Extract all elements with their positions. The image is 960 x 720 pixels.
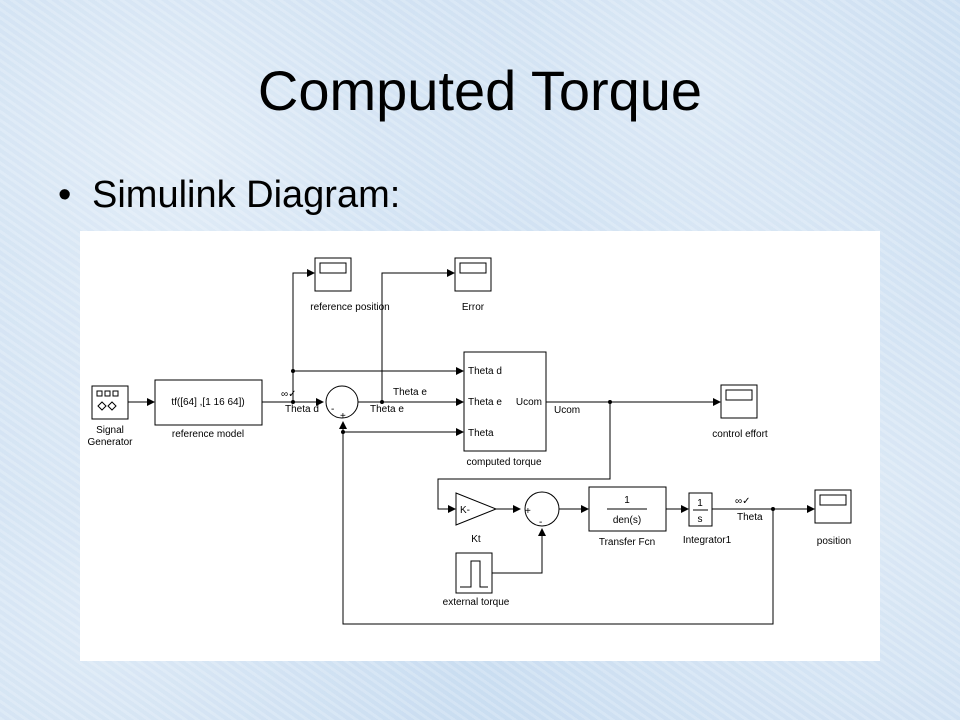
probe-icon: ∞✓ xyxy=(281,389,297,400)
signal-generator-label-2: Generator xyxy=(87,437,133,448)
signal-theta: Theta xyxy=(737,512,763,523)
control-effort-label: control effort xyxy=(712,429,768,440)
sum2-plus-sign: + xyxy=(525,506,531,517)
signal-theta-e-bottom: Theta e xyxy=(370,404,404,415)
reference-position-label: reference position xyxy=(310,302,390,313)
computed-torque-block[interactable]: Theta d Theta e Ucom Theta computed torq… xyxy=(463,351,547,468)
signal-ucom: Ucom xyxy=(554,405,580,416)
transfer-fcn-label: Transfer Fcn xyxy=(599,537,655,548)
integrator-numerator: 1 xyxy=(697,498,703,509)
integrator-block[interactable]: 1 s Integrator1 xyxy=(683,492,732,546)
signal-generator-label-1: Signal xyxy=(96,425,124,436)
gain-block[interactable]: K- Kt xyxy=(455,492,498,545)
computed-torque-port-ucom: Ucom xyxy=(516,397,542,408)
sum2-minus-sign: - xyxy=(539,517,542,528)
sum-block-2[interactable]: + - xyxy=(524,491,560,528)
transfer-fcn-numerator: 1 xyxy=(624,495,630,506)
probe-icon-2: ∞✓ xyxy=(735,496,751,507)
sum1-minus-sign: - xyxy=(331,404,334,415)
signal-generator-block[interactable]: Signal Generator xyxy=(87,385,133,448)
signal-theta-d: Theta d xyxy=(285,404,319,415)
signal-wires xyxy=(128,269,815,625)
reference-position-scope[interactable]: reference position xyxy=(310,257,390,313)
position-label: position xyxy=(817,536,851,547)
reference-model-block[interactable]: tf([64] ,[1 16 64]) reference model xyxy=(154,379,263,440)
sum1-plus-sign: + xyxy=(340,411,346,422)
junction-dots xyxy=(291,369,775,511)
gain-text: K- xyxy=(460,505,470,516)
bullet-item: • Simulink Diagram: xyxy=(58,174,400,217)
control-effort-scope[interactable]: control effort xyxy=(712,384,768,440)
computed-torque-port-theta-e: Theta e xyxy=(468,397,502,408)
computed-torque-label: computed torque xyxy=(466,457,541,468)
position-scope[interactable]: position xyxy=(814,489,852,547)
computed-torque-port-theta-d: Theta d xyxy=(468,366,502,377)
external-torque-block[interactable]: external torque xyxy=(443,552,510,608)
computed-torque-port-theta: Theta xyxy=(468,428,494,439)
slide-title: Computed Torque xyxy=(257,59,703,122)
bullet-text: Simulink Diagram: xyxy=(92,174,401,216)
integrator-denominator: s xyxy=(698,514,703,525)
reference-model-label: reference model xyxy=(172,429,244,440)
integrator-label: Integrator1 xyxy=(683,535,732,546)
simulink-diagram: Signal Generator tf([64] ,[1 16 64]) ref… xyxy=(80,231,880,661)
reference-model-expression: tf([64] ,[1 16 64]) xyxy=(171,397,244,408)
error-scope[interactable]: Error xyxy=(454,257,492,313)
sum-block-1[interactable]: - + xyxy=(325,385,359,422)
bullet-dot-icon: • xyxy=(58,174,72,216)
error-label: Error xyxy=(462,302,485,313)
transfer-fcn-block[interactable]: 1 den(s) Transfer Fcn xyxy=(588,486,667,548)
transfer-fcn-denominator: den(s) xyxy=(613,515,641,526)
signal-theta-e-top: Theta e xyxy=(393,387,427,398)
external-torque-label: external torque xyxy=(443,597,510,608)
gain-label: Kt xyxy=(471,534,481,545)
